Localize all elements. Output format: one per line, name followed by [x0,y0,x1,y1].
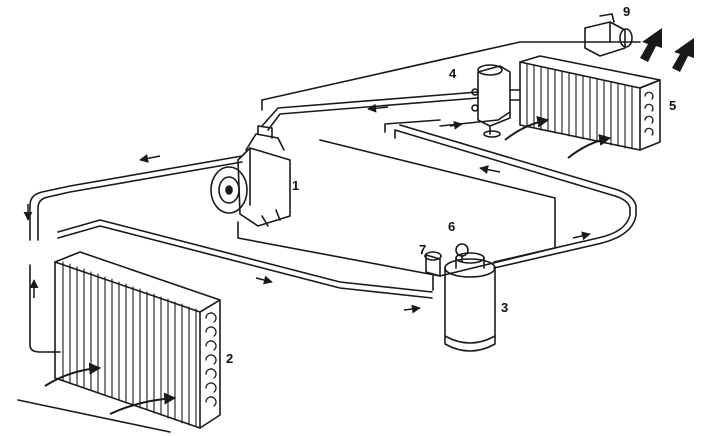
label-receiver-drier: 3 [501,300,509,315]
label-pressure-switch: 7 [419,242,427,257]
flow-arrows [23,103,591,314]
label-compressor: 1 [292,178,300,193]
pressure-switch [424,251,442,291]
ground-line [17,399,171,433]
liquid-line [29,219,433,353]
suction-line [237,41,641,277]
discharge-line [29,155,243,241]
receiver-drier [444,252,496,352]
evaporator-airflow-arrows [504,115,612,159]
label-blower-motor: 9 [623,4,631,19]
evaporator [519,55,661,151]
label-evaporator: 5 [669,98,677,113]
label-expansion-valve: 4 [449,66,457,81]
evaporator-inlet-line [384,111,511,133]
condenser-airflow-arrows [44,362,177,415]
label-sight-glass: 6 [448,219,456,234]
blower-motor [584,13,633,57]
compressor [210,125,291,227]
outlet-air-arrows [640,28,694,72]
label-condenser: 2 [226,351,234,366]
condenser [54,251,221,429]
drier-to-valve-line [394,124,637,269]
expansion-valve [471,64,521,138]
sight-glass [455,243,469,263]
